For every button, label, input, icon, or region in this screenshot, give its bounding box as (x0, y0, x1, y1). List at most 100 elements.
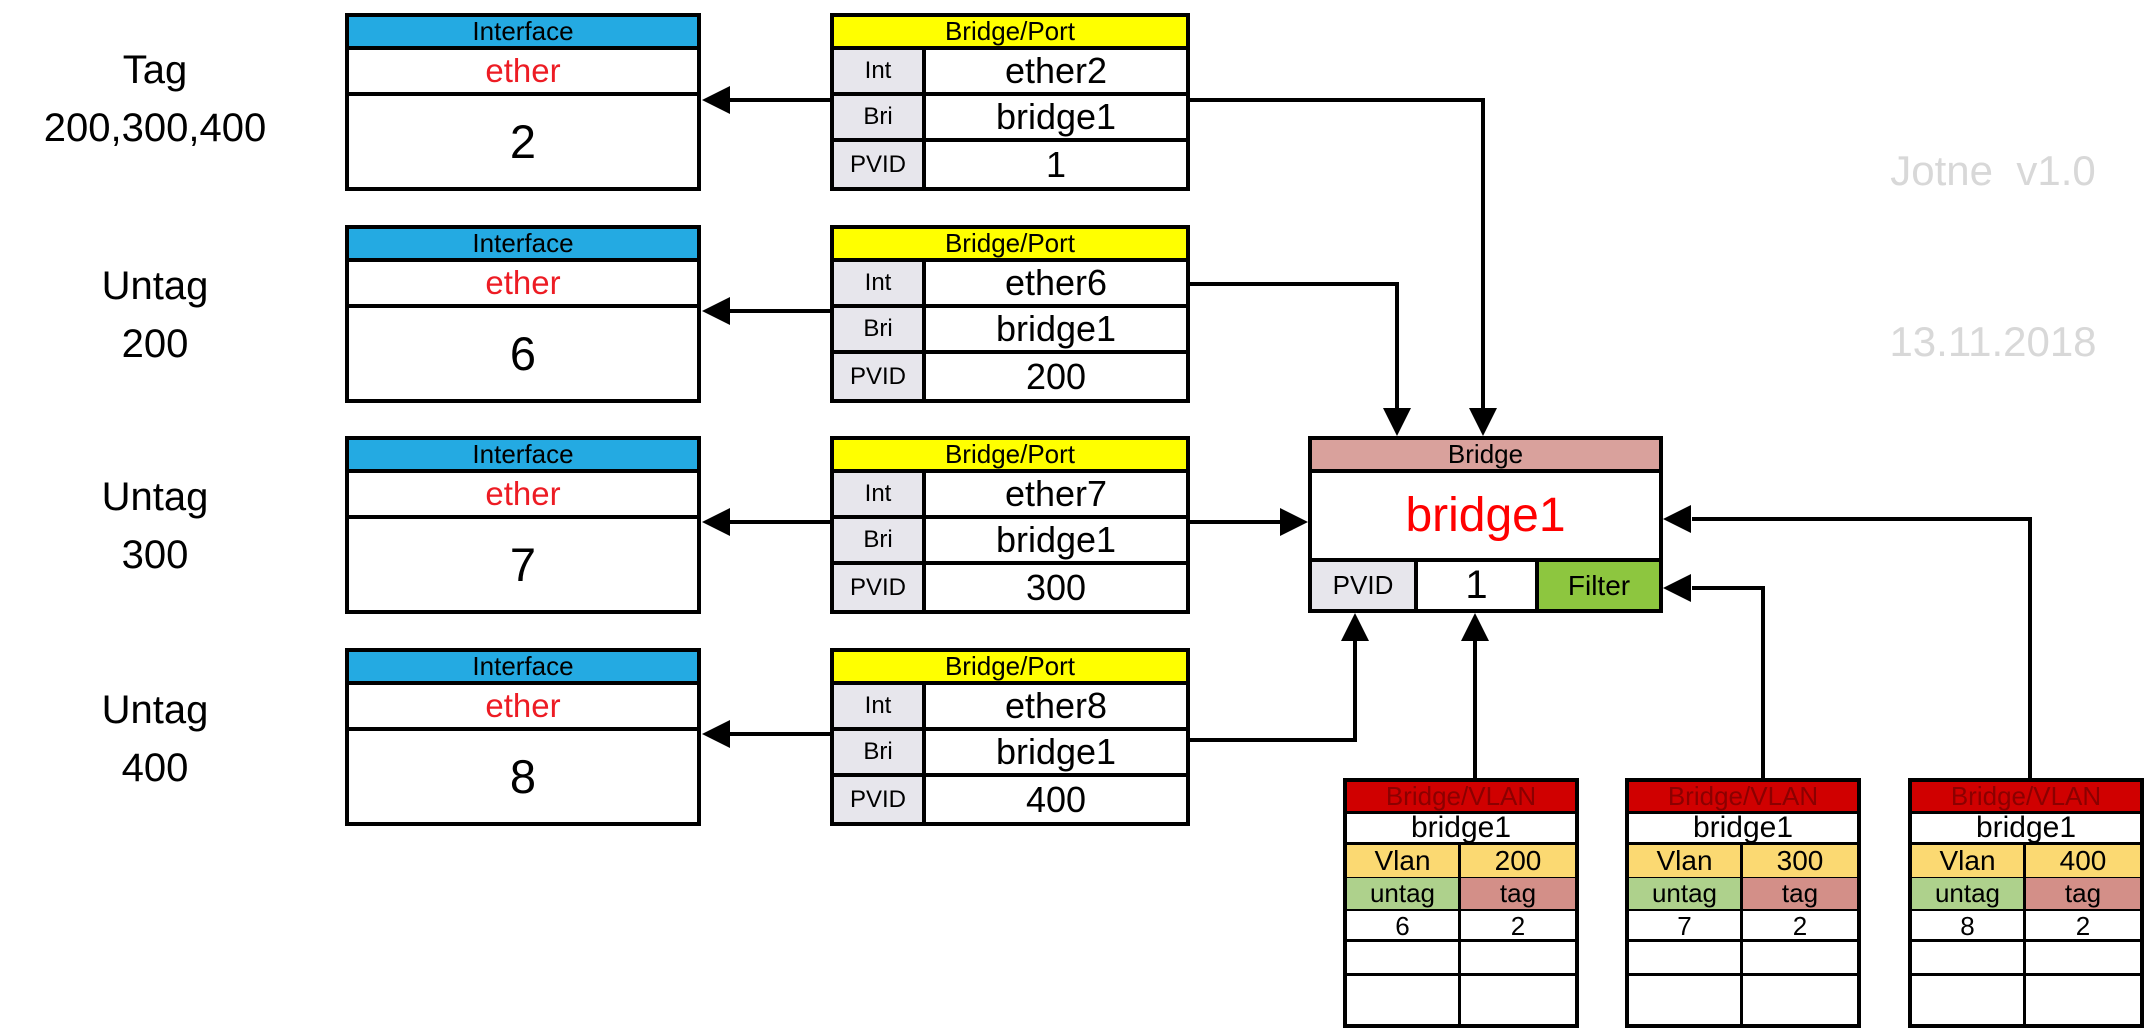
empty-cell (1461, 976, 1575, 1024)
arrowhead-up-vlan200 (1461, 613, 1489, 641)
untag-tag-row: untag tag (1912, 878, 2140, 911)
empty-row (1629, 942, 1857, 976)
bridge-bottom-row: PVID 1 Filter (1312, 562, 1659, 609)
watermark-line2: 13.11.2018 (1889, 318, 2097, 365)
pvid-value: 400 (1025, 778, 1087, 820)
bridge-port-box-ether8: Bridge/Port Int ether8 Bri bridge1 PVID … (830, 648, 1190, 826)
interface-header: Interface (349, 651, 697, 685)
interface-number: 2 (509, 115, 537, 168)
bridge-port-header: Bridge/Port (834, 228, 1186, 262)
bri-value: bridge1 (995, 96, 1117, 137)
bridge-port-box-ether7: Bridge/Port Int ether7 Bri bridge1 PVID … (830, 436, 1190, 614)
watermark-line1: Jotne v1.0 (1890, 147, 2096, 194)
bridge-port-pvid-row: PVID 200 (834, 354, 1186, 399)
bri-value: bridge1 (995, 308, 1117, 349)
untag-value-cell: 8 (1912, 911, 2026, 942)
arrowhead-right-ether7 (1280, 508, 1308, 536)
row-label-untag-300: Untag 300 (30, 468, 280, 584)
untag-cell: untag (1912, 878, 2026, 909)
vlan-label-cell: Vlan (1912, 845, 2026, 877)
bridge-filter-cell: Filter (1539, 562, 1659, 609)
empty-cell (1912, 942, 2026, 973)
row-label-untag-200: Untag 200 (30, 257, 280, 373)
vlan-value-cell: 300 (1743, 845, 1857, 877)
bri-label: Bri (834, 308, 926, 350)
row-label-line: 200,300,400 (43, 106, 267, 150)
bridge-name: bridge1 (1312, 473, 1659, 562)
tag-value-cell: 2 (1510, 911, 1526, 941)
interface-number: 7 (509, 538, 537, 591)
port-values-row: 8 2 (1912, 911, 2140, 942)
tag-value-cell: 2 (1792, 911, 1808, 941)
arrowhead-down-ether6 (1383, 408, 1411, 436)
vlan-table-header: Bridge/VLAN (1912, 781, 2140, 814)
arrowhead-down-ether2 (1469, 408, 1497, 436)
int-value: ether6 (1004, 262, 1108, 303)
row-label-line: 300 (121, 533, 189, 577)
interface-type: ether (349, 473, 697, 519)
interface-box-ether6: Interface ether 6 (345, 225, 701, 403)
arrow-vlan300-to-filter (1692, 586, 1765, 778)
vlan-table-header: Bridge/VLAN (1347, 781, 1575, 814)
arrowhead-left-1 (702, 86, 730, 114)
row-label-line: 200 (121, 322, 189, 366)
bridge-pvid-value: 1 (1418, 562, 1539, 609)
empty-cell (2026, 976, 2140, 1024)
empty-cell (1347, 976, 1461, 1024)
pvid-value: 200 (1025, 355, 1087, 397)
int-label: Int (834, 262, 926, 304)
interface-box-ether8: Interface ether 8 (345, 648, 701, 826)
bridge-port-int-row: Int ether8 (834, 685, 1186, 731)
vlan-table-300: Bridge/VLAN bridge1 Vlan 300 untag tag 7… (1625, 778, 1861, 1028)
tag-cell: tag (2026, 878, 2140, 909)
row-label-line: Untag (101, 688, 209, 732)
interface-box-ether2: Interface ether 2 (345, 13, 701, 191)
bridge-box: Bridge bridge1 PVID 1 Filter (1308, 436, 1663, 613)
row-label-tag: Tag 200,300,400 (30, 41, 280, 157)
empty-cell (1743, 976, 1857, 1024)
vlan-table-header: Bridge/VLAN (1629, 781, 1857, 814)
interface-type: ether (349, 685, 697, 731)
untag-cell: untag (1629, 878, 1743, 909)
vlan-id-row: Vlan 400 (1912, 845, 2140, 878)
arrowhead-left-2 (702, 297, 730, 325)
tag-cell: tag (1461, 878, 1575, 909)
int-value: ether8 (1004, 685, 1108, 726)
bridge-port-bri-row: Bri bridge1 (834, 519, 1186, 565)
bridge-port-pvid-row: PVID 1 (834, 142, 1186, 187)
empty-cell (1743, 942, 1857, 973)
bri-value: bridge1 (995, 731, 1117, 772)
interface-type: ether (349, 50, 697, 96)
bri-value: bridge1 (995, 519, 1117, 560)
empty-row (1912, 976, 2140, 1024)
bridge-port-box-ether2: Bridge/Port Int ether2 Bri bridge1 PVID … (830, 13, 1190, 191)
bridge-header: Bridge (1312, 439, 1659, 473)
empty-row (1347, 976, 1575, 1024)
vlan-bridge-name: bridge1 (1912, 811, 2140, 845)
row-label-line: 400 (121, 746, 189, 790)
untag-tag-row: untag tag (1347, 878, 1575, 911)
tag-value-cell: 2 (2075, 911, 2091, 941)
vlan-label-cell: Vlan (1347, 845, 1461, 877)
bridge-port-int-row: Int ether7 (834, 473, 1186, 519)
row-label-untag-400: Untag 400 (30, 681, 280, 797)
row-label-line: Untag (101, 475, 209, 519)
interface-number: 8 (509, 750, 537, 803)
bridge-port-bri-row: Bri bridge1 (834, 96, 1186, 142)
arrowhead-left-vlan400 (1663, 505, 1691, 533)
empty-cell (1912, 976, 2026, 1024)
pvid-label: PVID (834, 777, 926, 822)
vlan-table-200: Bridge/VLAN bridge1 Vlan 200 untag tag 6… (1343, 778, 1579, 1028)
pvid-label: PVID (834, 354, 926, 399)
int-label: Int (834, 473, 926, 515)
row-label-line: Tag (122, 48, 188, 92)
pvid-value: 1 (1045, 143, 1067, 185)
interface-header: Interface (349, 228, 697, 262)
pvid-label: PVID (834, 565, 926, 610)
arrow-ether6-to-bridge (1190, 282, 1399, 412)
empty-cell (2026, 942, 2140, 973)
arrowhead-left-vlan300 (1663, 574, 1691, 602)
untag-tag-row: untag tag (1629, 878, 1857, 911)
arrow-ether2-to-bridge (1190, 98, 1485, 412)
